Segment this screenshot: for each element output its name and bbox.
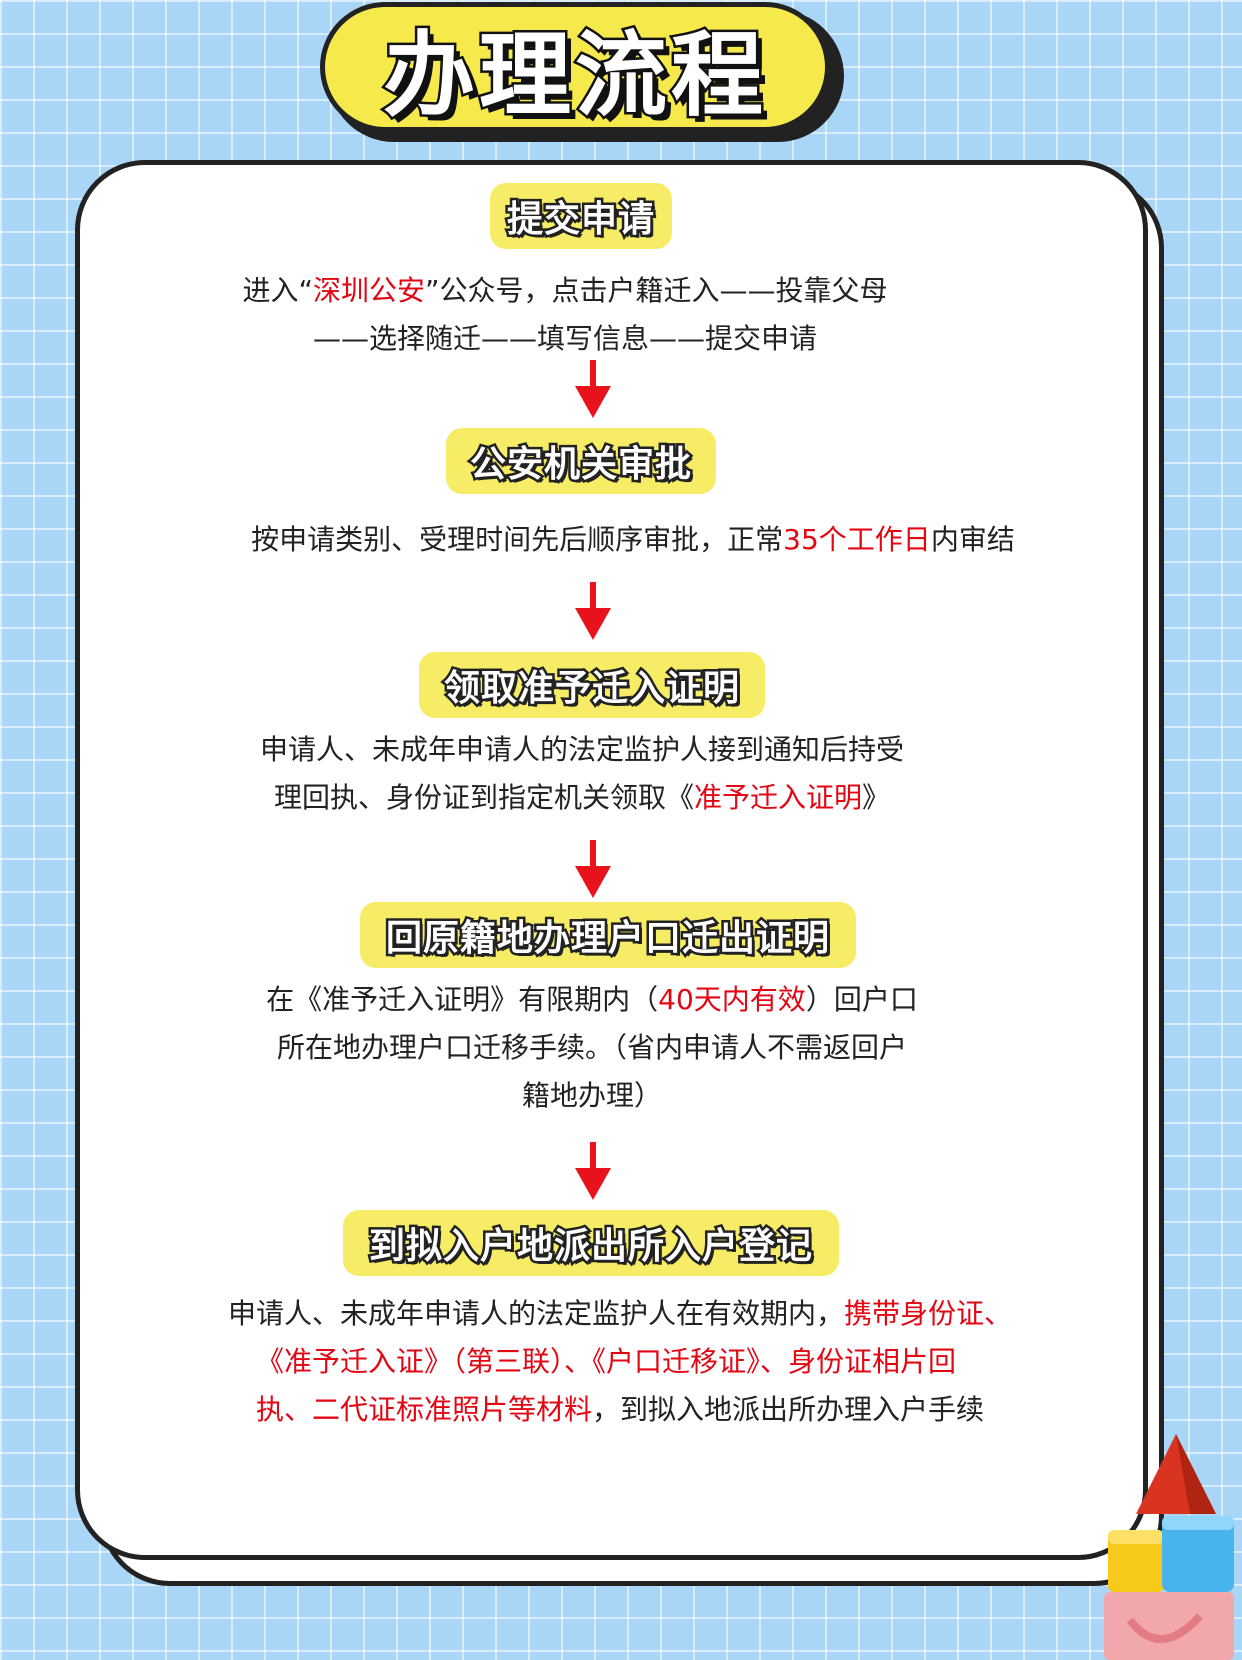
step-3-line-2: 理回执、身份证到指定机关领取《准予迁入证明》 [273,781,891,814]
step-2-line-1: 按申请类别、受理时间先后顺序审批，正常35个工作日内审结 [251,523,1015,556]
step-5-label: 到拟入户地派出所入户登记 [366,1224,814,1270]
step-2-pill: 公安机关审批 [446,428,716,494]
arrow-down-icon [575,1142,611,1200]
step-1-line-1: 进入“深圳公安”公众号，点击户籍迁入——投靠父母 [242,274,888,307]
step-5-pill: 到拟入户地派出所入户登记 [343,1210,839,1276]
step-4-description: 在《准予迁入证明》有限期内（40天内有效）回户口 所在地办理户口迁移手续。（省内… [266,976,918,1120]
page-title: 办理流程 [380,19,767,131]
step-5-line-1: 申请人、未成年申请人的法定监护人在有效期内，携带身份证、 [227,1297,1013,1330]
arrow-down-icon [575,360,611,418]
step-3-line-1: 申请人、未成年申请人的法定监护人接到通知后持受 [259,733,905,766]
arrow-down-icon [575,582,611,640]
toy-blocks-decoration [1104,1434,1234,1660]
step-4-label: 回原籍地办理户口迁出证明 [383,916,831,962]
step-3-description: 申请人、未成年申请人的法定监护人接到通知后持受 理回执、身份证到指定机关领取《准… [260,726,904,822]
step-4-line-1: 在《准予迁入证明》有限期内（40天内有效）回户口 [266,983,918,1016]
step-5-line-3: 执、二代证标准照片等材料，到拟入地派出所办理入户手续 [255,1393,985,1426]
step-4-line-2: 所在地办理户口迁移手续。（省内申请人不需返回户 [276,1031,908,1064]
step-2-label: 公安机关审批 [467,442,693,488]
step-2-description: 按申请类别、受理时间先后顺序审批，正常35个工作日内审结 [251,516,1015,564]
step-3-label: 领取准予迁入证明 [441,666,741,712]
step-1-line-2: ——选择随迁——填写信息——提交申请 [312,322,818,355]
step-3-pill: 领取准予迁入证明 [419,652,765,718]
step-5-line-2: 《准予迁入证》（第三联）、《户口迁移证》、身份证相片回 [255,1345,956,1378]
step-1-description: 进入“深圳公安”公众号，点击户籍迁入——投靠父母 ——选择随迁——填写信息——提… [242,267,887,363]
step-1-label: 提交申请 [504,197,656,243]
step-4-line-3: 籍地办理） [521,1079,663,1112]
title-badge: 办理流程 [320,2,830,132]
process-card [75,160,1148,1560]
step-5-description: 申请人、未成年申请人的法定监护人在有效期内，携带身份证、 《准予迁入证》（第三联… [228,1290,1012,1434]
arrow-down-icon [575,840,611,898]
step-1-pill: 提交申请 [490,183,672,249]
step-4-pill: 回原籍地办理户口迁出证明 [360,902,856,968]
